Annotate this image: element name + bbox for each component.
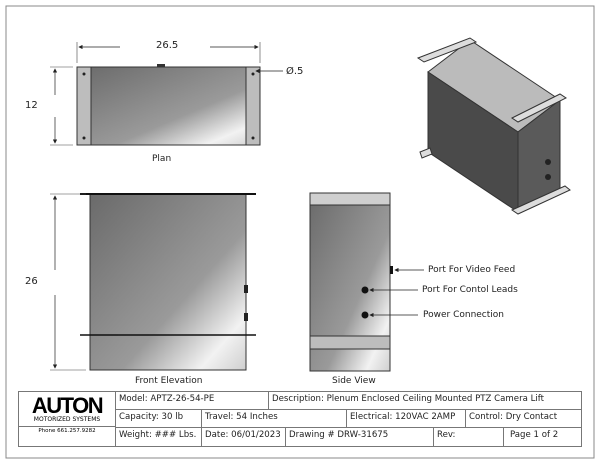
page-cell: Page 1 of 2	[503, 427, 582, 447]
callout-video-feed: Port For Video Feed	[428, 265, 516, 275]
dim-hole: Ø.5	[286, 66, 304, 77]
dim-front-height: 26	[25, 276, 38, 287]
label-plan: Plan	[152, 154, 172, 164]
callout-power: Power Connection	[423, 310, 504, 320]
capacity-cell: Capacity: 30 lb	[115, 409, 202, 428]
electrical-cell: Electrical: 120VAC 2AMP	[346, 409, 466, 428]
callout-control-leads: Port For Contol Leads	[422, 285, 518, 295]
side-view	[309, 192, 424, 372]
travel-cell: Travel: 54 Inches	[201, 409, 347, 428]
date-cell: Date: 06/01/2023	[201, 427, 286, 447]
description-cell: Description: Plenum Enclosed Ceiling Mou…	[268, 391, 582, 410]
company-logo: AUTON MOTORIZED SYSTEMS Phone 661.257.92…	[18, 391, 116, 447]
label-front-elevation: Front Elevation	[135, 376, 203, 386]
front-elevation-view	[50, 193, 256, 371]
plan-view	[50, 42, 283, 146]
sheet-border	[5, 5, 595, 459]
label-side-view: Side View	[332, 376, 376, 386]
dim-plan-height: 12	[25, 100, 38, 111]
weight-cell: Weight: ### Lbs.	[115, 427, 202, 447]
model-cell: Model: APTZ-26-54-PE	[115, 391, 269, 410]
rev-cell: Rev:	[433, 427, 504, 447]
drawing-number-cell: Drawing # DRW-31675	[285, 427, 434, 447]
dim-plan-width: 26.5	[156, 40, 179, 51]
isometric-view	[416, 37, 571, 215]
control-cell: Control: Dry Contact	[465, 409, 582, 428]
